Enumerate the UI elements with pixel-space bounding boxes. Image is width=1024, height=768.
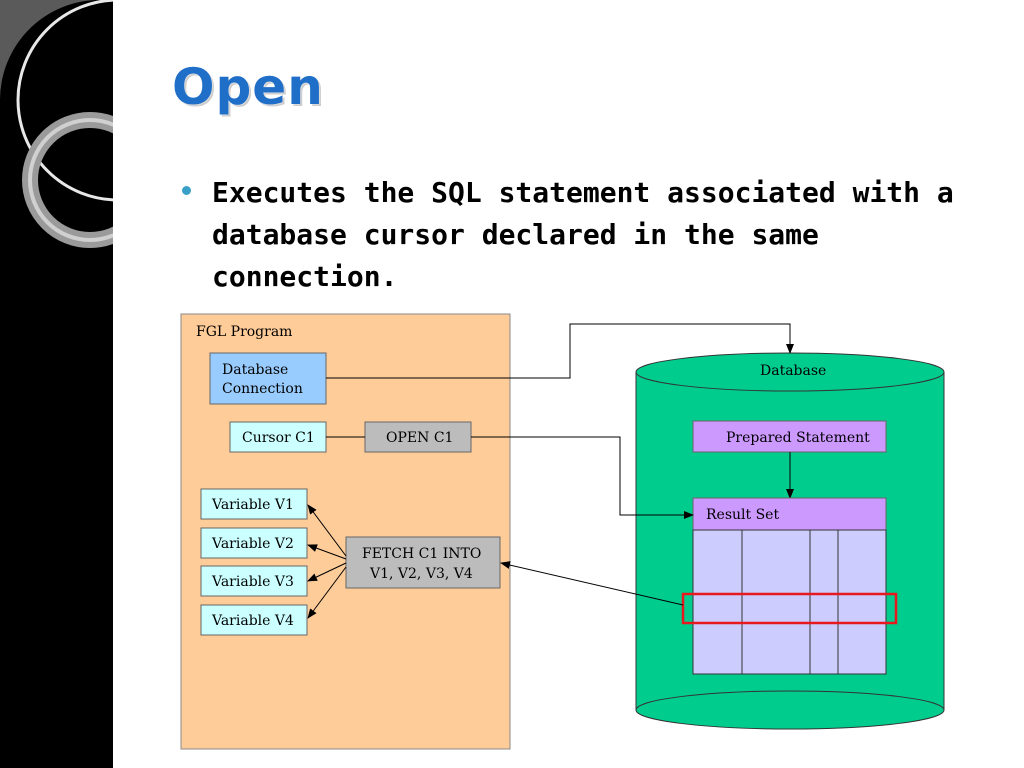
ring-decoration-icon: [0, 0, 113, 248]
fetch-line2: V1, V2, V3, V4: [369, 566, 473, 582]
fetch-to-v2-arrow: [307, 544, 347, 560]
result-set-header: [692, 497, 887, 531]
open-box: [364, 421, 472, 453]
prepared-statement-box: [692, 420, 887, 453]
current-row-highlight: [681, 592, 898, 625]
cursor-label: Cursor C1: [242, 430, 315, 446]
open-label: OPEN C1: [386, 430, 453, 446]
slide-title: Open: [172, 58, 324, 116]
fgl-program-label: FGL Program: [196, 324, 292, 340]
database-label: Database: [760, 363, 826, 379]
connection-to-database-arrow: [326, 323, 794, 379]
database-connection-line1: Database: [222, 362, 288, 378]
fetch-to-v3-arrow: [307, 562, 347, 582]
fetch-to-v1-arrow: [307, 504, 347, 557]
row-to-fetch-arrow: [500, 561, 684, 606]
result-set-body: [692, 529, 887, 675]
database-cylinder-bottom-edge: [635, 690, 945, 711]
prepared-statement-label: Prepared Statement: [726, 430, 870, 446]
bullet-dot-icon: [182, 186, 191, 195]
fetch-to-v4-arrow: [307, 566, 347, 619]
variable-label: Variable V3: [211, 574, 294, 590]
variable-label: Variable V2: [211, 536, 294, 552]
bullet-text: Executes the SQL statement associated wi…: [212, 176, 954, 293]
fetch-line1: FETCH C1 INTO: [362, 546, 481, 562]
variable-box: [200, 527, 308, 559]
variable-box: [200, 488, 308, 520]
variable-box: [200, 565, 308, 597]
database-connection-box: [209, 352, 327, 405]
fetch-box: [345, 536, 501, 589]
result-set-label: Result Set: [706, 507, 779, 523]
side-decoration: [0, 0, 113, 768]
database-connection-line2: Connection: [222, 381, 303, 397]
variable-label: Variable V4: [211, 613, 294, 629]
open-to-resultset-arrow: [471, 436, 694, 519]
variable-label: Variable V1: [211, 497, 294, 513]
variable-box: [200, 604, 308, 636]
